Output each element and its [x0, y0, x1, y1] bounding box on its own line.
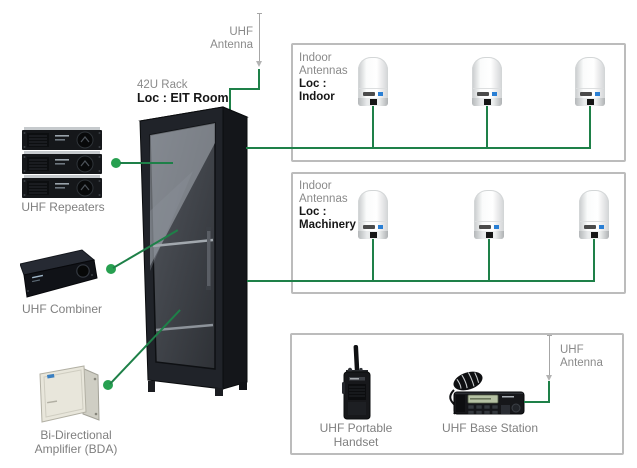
indoor-antenna — [358, 57, 388, 106]
cable-base-to-antenna — [524, 401, 550, 403]
cable-rooftop-drop — [258, 69, 260, 90]
rooftop-antenna-mast — [259, 14, 260, 62]
handset-device — [342, 345, 371, 420]
repeater-unit — [22, 175, 102, 198]
antenna-port — [369, 99, 377, 105]
cable-rack-to-box2-bus — [247, 280, 595, 282]
cable-antenna-drop — [589, 105, 591, 149]
combiner-label: UHF Combiner — [21, 302, 102, 316]
antenna-logo — [580, 92, 592, 96]
indoor-antennas-box-2 — [291, 172, 626, 294]
antenna-logo — [363, 92, 375, 96]
field-antenna-mast — [549, 336, 550, 376]
field-antenna-label: UHF Antenna — [560, 344, 603, 369]
bda-label: Bi-Directional Amplifier (BDA) — [34, 428, 118, 456]
antenna-logo — [584, 225, 596, 229]
antenna-port — [483, 99, 491, 105]
cable-antenna-drop — [372, 237, 374, 282]
antenna-port — [590, 232, 598, 238]
cable-antenna-drop — [488, 237, 490, 282]
bda-device — [39, 365, 100, 423]
42u-rack-cabinet — [138, 106, 249, 396]
handset-label: UHF Portable Handset — [319, 421, 393, 449]
indoor-antennas-box-1 — [291, 43, 626, 162]
junction-dot-repeaters — [111, 158, 121, 168]
base-station-device — [449, 371, 525, 415]
combiner-device — [20, 249, 98, 298]
antenna-logo — [477, 92, 489, 96]
antenna-port — [369, 232, 377, 238]
repeater-stack — [22, 127, 102, 201]
cable-rooftop-to-rack — [229, 88, 231, 113]
cable-repeaters-to-rack — [120, 162, 173, 164]
antenna-port — [485, 232, 493, 238]
indoor-antenna — [472, 57, 502, 106]
junction-dot-combiner — [106, 264, 116, 274]
indoor-antenna — [575, 57, 605, 106]
antenna-logo — [479, 225, 491, 229]
rack-name-label: 42U Rack — [137, 79, 188, 91]
repeater-unit — [22, 127, 102, 150]
indoor-antenna — [579, 190, 609, 239]
junction-dot-bda — [103, 380, 113, 390]
indoor-antenna — [474, 190, 504, 239]
indoor-antennas-box-2-label: Indoor Antennas Loc : Machinery — [299, 180, 356, 231]
antenna-port — [586, 99, 594, 105]
antenna-logo — [363, 225, 375, 229]
repeater-unit — [22, 151, 102, 174]
rooftop-antenna-tip — [257, 13, 262, 14]
repeaters-label: UHF Repeaters — [21, 200, 105, 214]
rack-location-label: Loc : EIT Room — [137, 91, 229, 105]
cable-antenna-drop — [372, 105, 374, 149]
rooftop-antenna-label: UHF Antenna — [210, 26, 253, 51]
base-station-label: UHF Base Station — [441, 421, 539, 435]
indoor-antennas-box-1-label: Indoor Antennas Loc : Indoor — [299, 52, 348, 103]
cable-rooftop-run — [229, 88, 260, 90]
cable-field-antenna-drop — [548, 381, 550, 403]
rooftop-antenna-arrow-icon — [256, 61, 262, 67]
field-antenna-tip — [547, 335, 552, 336]
cable-antenna-drop — [593, 237, 595, 282]
indoor-antenna — [358, 190, 388, 239]
cable-rack-to-box1-bus — [246, 147, 591, 149]
cable-antenna-drop — [486, 105, 488, 149]
field-antenna-arrow-icon — [546, 375, 552, 381]
